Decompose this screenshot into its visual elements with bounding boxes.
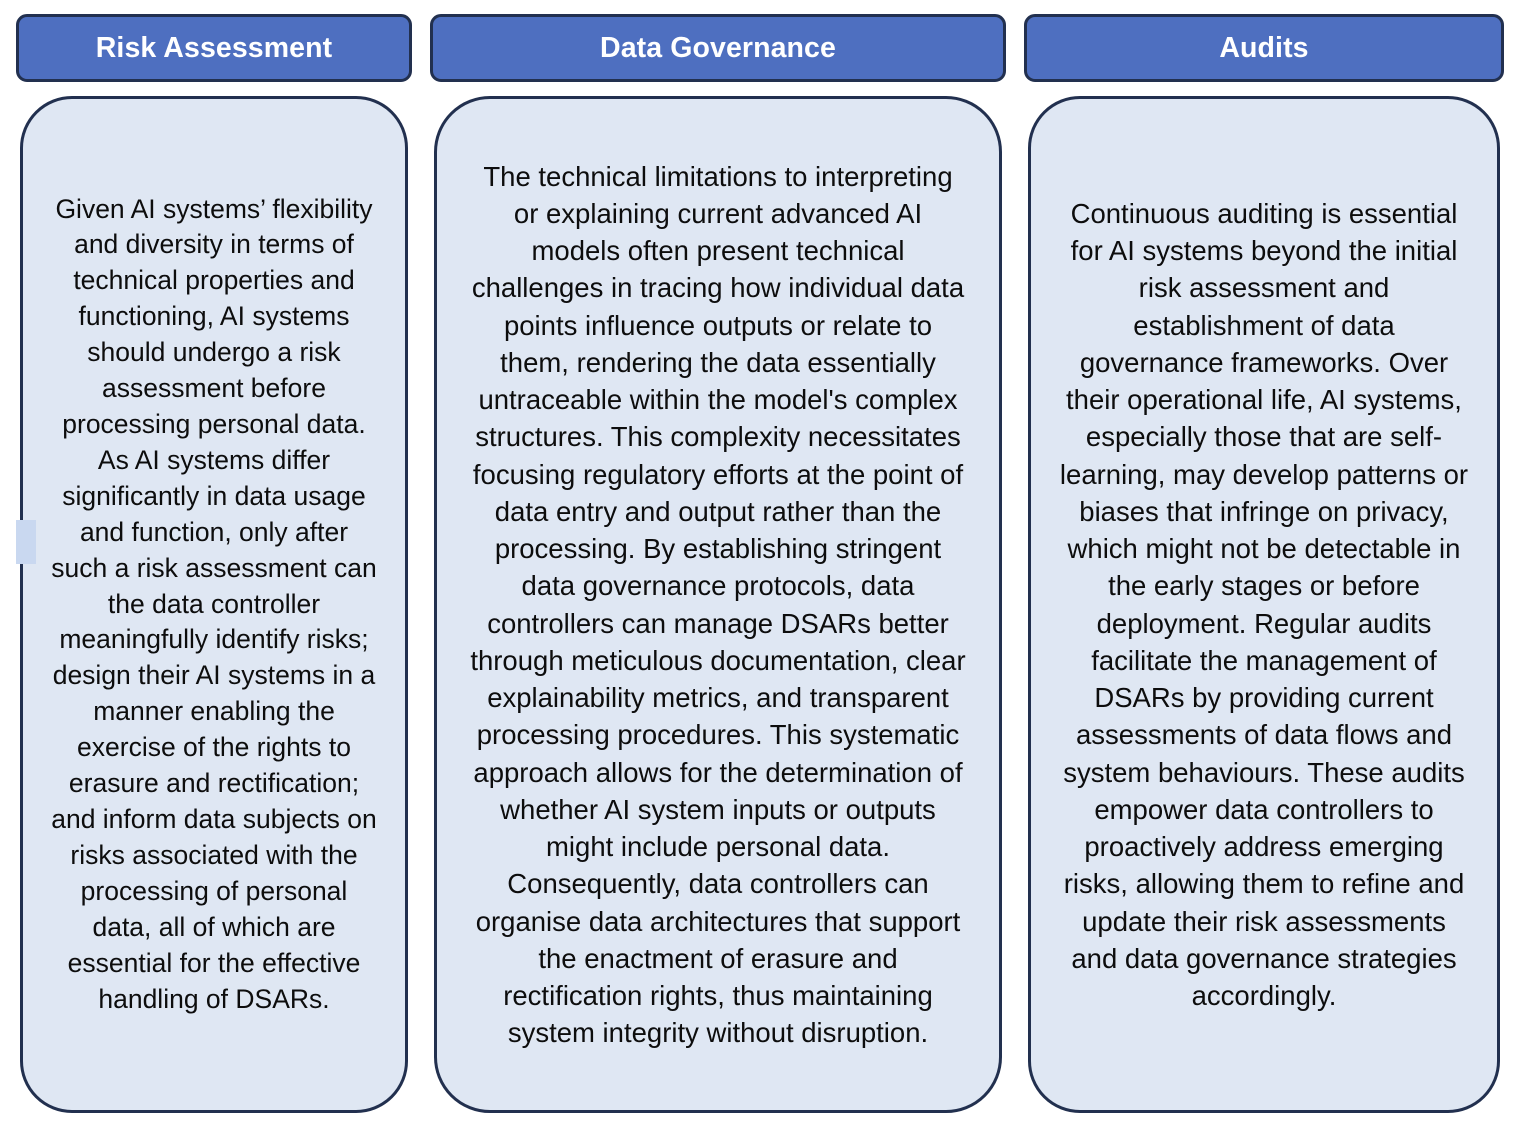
body-text-audits: Continuous auditing is essential for AI … — [1059, 197, 1469, 1011]
edge-artifact-rectangle — [16, 520, 36, 564]
body-box-data-governance: The technical limitations to interpretin… — [434, 96, 1002, 1113]
body-box-risk-assessment: Given AI systems’ flexibility and divers… — [20, 96, 408, 1113]
column-data-governance: Data Governance The technical limitation… — [428, 0, 1008, 1129]
column-audits: Audits Continuous auditing is essential … — [1022, 0, 1506, 1129]
header-box-audits[interactable]: Audits — [1024, 14, 1504, 82]
body-text-data-governance: The technical limitations to interpretin… — [470, 160, 966, 1049]
body-box-audits: Continuous auditing is essential for AI … — [1028, 96, 1500, 1113]
body-text-risk-assessment: Given AI systems’ flexibility and divers… — [51, 193, 377, 1014]
header-title-data-governance: Data Governance — [600, 31, 836, 64]
header-box-risk-assessment[interactable]: Risk Assessment — [16, 14, 412, 82]
header-title-risk-assessment: Risk Assessment — [95, 31, 333, 64]
header-box-data-governance[interactable]: Data Governance — [430, 14, 1006, 82]
header-title-audits: Audits — [1219, 31, 1309, 64]
column-risk-assessment: Risk Assessment Given AI systems’ flexib… — [14, 0, 414, 1129]
